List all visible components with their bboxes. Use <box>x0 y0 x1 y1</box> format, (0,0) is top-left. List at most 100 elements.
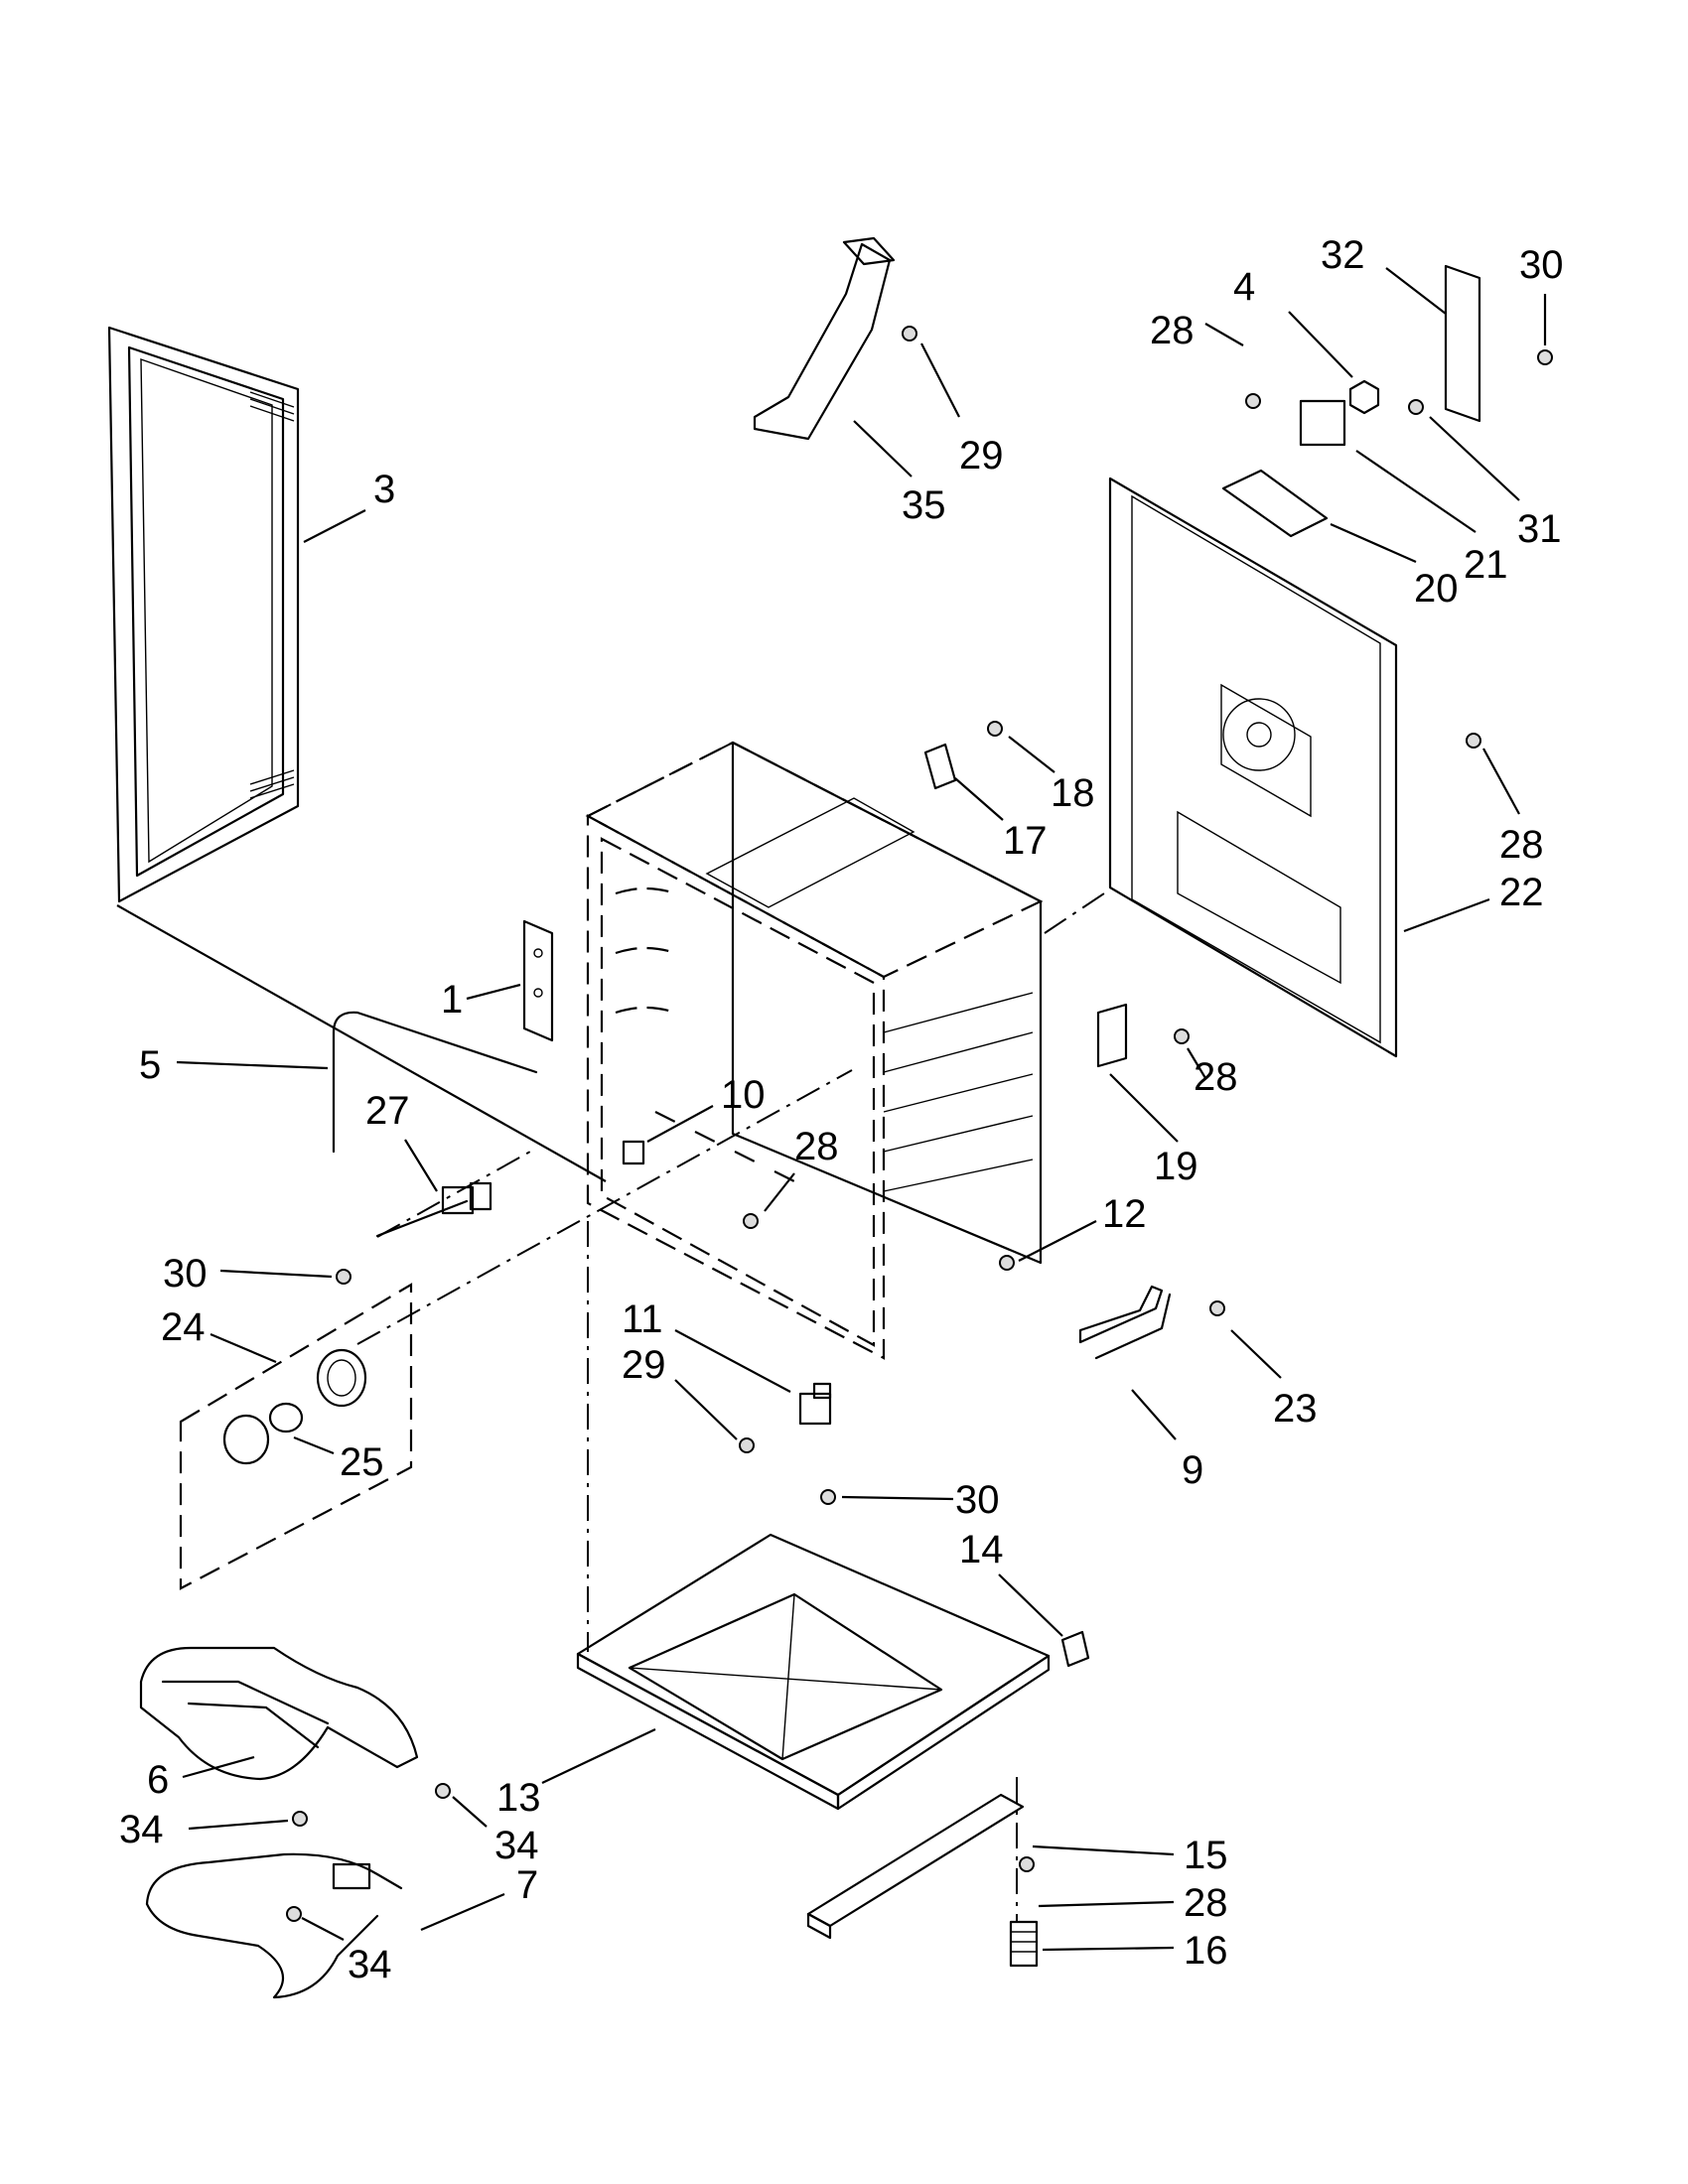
callout-7: 7 <box>420 1863 538 1932</box>
callout-1-label: 1 <box>441 978 463 1022</box>
callout-14-label: 14 <box>959 1528 1004 1571</box>
callout-34-bottom-label: 34 <box>348 1943 392 1986</box>
callout-28-top-label: 28 <box>1150 309 1195 352</box>
callout-14: 14 <box>959 1528 1063 1637</box>
callout-20: 20 <box>1330 522 1459 611</box>
part-oven-sensor <box>375 1181 492 1238</box>
callout-25-label: 25 <box>340 1440 384 1484</box>
callout-6: 6 <box>147 1755 255 1802</box>
callout-35-label: 35 <box>902 483 946 527</box>
callout-29-valve: 29 <box>622 1343 738 1440</box>
callout-5: 5 <box>139 1043 329 1087</box>
callouts: 3 1 5 27 10 28 12 30 <box>119 233 1564 1986</box>
part-hinge-receptacle <box>522 919 554 1042</box>
part-anti-tip-bracket <box>1078 1285 1172 1360</box>
callout-34-mid-label: 34 <box>494 1824 539 1867</box>
callout-22-label: 22 <box>1499 871 1544 914</box>
part-switch-bracket <box>923 743 957 790</box>
callout-15-label: 15 <box>1184 1834 1228 1877</box>
callout-27-label: 27 <box>365 1089 410 1133</box>
callout-34-mid: 34 <box>452 1796 539 1867</box>
callout-10: 10 <box>646 1073 766 1143</box>
callout-3-label: 3 <box>373 468 395 511</box>
part-bracket <box>1060 1630 1090 1668</box>
callout-30-top-label: 30 <box>1519 243 1564 287</box>
part-light-assembly <box>179 1283 413 1590</box>
callout-15: 15 <box>1032 1834 1228 1877</box>
callout-28-hinge-label: 28 <box>1194 1055 1238 1099</box>
callout-29-valve-label: 29 <box>622 1343 666 1387</box>
callout-12-label: 12 <box>1102 1192 1147 1236</box>
callout-3: 3 <box>303 468 395 543</box>
callout-29-top-label: 29 <box>959 434 1004 478</box>
part-rear-cover <box>1444 264 1481 423</box>
callout-28-top: 28 <box>1150 309 1244 352</box>
callout-23-label: 23 <box>1273 1387 1318 1431</box>
part-rear-panel <box>1108 477 1398 1058</box>
callout-24: 24 <box>161 1305 277 1364</box>
callout-31: 31 <box>1429 416 1562 551</box>
callout-11-label: 11 <box>622 1297 663 1341</box>
callout-34-bottom: 34 <box>301 1917 392 1986</box>
part-leveling-leg <box>1009 1920 1039 1968</box>
callout-11: 11 <box>622 1297 791 1393</box>
callout-6-label: 6 <box>147 1758 169 1802</box>
callout-17-label: 17 <box>1003 819 1048 863</box>
callout-19-label: 19 <box>1154 1145 1198 1188</box>
part-handle-bracket <box>753 236 896 441</box>
callout-25: 25 <box>293 1435 384 1484</box>
part-valve <box>798 1382 832 1426</box>
callout-32: 32 <box>1321 233 1447 315</box>
callout-18-label: 18 <box>1051 771 1095 815</box>
callout-17: 17 <box>954 777 1048 863</box>
callout-30-valve-label: 30 <box>955 1478 1000 1522</box>
callout-28-rear-label: 28 <box>1499 823 1544 867</box>
callout-18: 18 <box>1008 736 1095 815</box>
callout-9-label: 9 <box>1182 1448 1203 1492</box>
part-bake-element <box>145 1852 403 1999</box>
callout-30-left: 30 <box>163 1252 333 1296</box>
part-clip <box>622 1140 645 1165</box>
part-door-frame <box>107 326 300 903</box>
part-wiring-bracket <box>1221 469 1329 538</box>
callout-34-left: 34 <box>119 1808 289 1851</box>
callout-24-label: 24 <box>161 1305 206 1349</box>
part-screws <box>286 326 1553 1922</box>
part-leg-bracket <box>806 1793 1025 1940</box>
callout-20-label: 20 <box>1414 567 1459 611</box>
part-nut <box>1348 379 1380 415</box>
assembly-guide-lines <box>116 888 1111 1922</box>
callout-1: 1 <box>441 978 521 1022</box>
callout-35: 35 <box>853 420 946 527</box>
callout-30-left-label: 30 <box>163 1252 208 1296</box>
callout-5-label: 5 <box>139 1043 161 1087</box>
callout-16: 16 <box>1042 1929 1228 1973</box>
callout-10-label: 10 <box>721 1073 766 1117</box>
callout-28-leg: 28 <box>1038 1881 1228 1925</box>
callout-22: 22 <box>1403 871 1544 933</box>
part-hinge-bracket <box>1096 1003 1128 1068</box>
callout-23: 23 <box>1230 1329 1318 1431</box>
callout-32-label: 32 <box>1321 233 1365 277</box>
part-broil-element <box>139 1646 419 1781</box>
part-door-gasket <box>332 1011 538 1154</box>
callout-29-top: 29 <box>920 342 1004 478</box>
callout-34-left-label: 34 <box>119 1808 164 1851</box>
callout-4: 4 <box>1233 265 1353 378</box>
callout-9: 9 <box>1131 1389 1203 1492</box>
callout-30-top: 30 <box>1519 243 1564 345</box>
callout-27: 27 <box>365 1089 438 1192</box>
callout-28-rear: 28 <box>1482 748 1544 867</box>
callout-28-hinge: 28 <box>1187 1047 1238 1099</box>
callout-28-center-label: 28 <box>794 1125 839 1168</box>
callout-19: 19 <box>1109 1073 1198 1188</box>
callout-28-leg-label: 28 <box>1184 1881 1228 1925</box>
callout-31-label: 31 <box>1517 507 1562 551</box>
callout-21: 21 <box>1355 450 1508 587</box>
part-terminal-block <box>1299 399 1346 447</box>
callout-28-center: 28 <box>764 1125 839 1212</box>
callout-7-label: 7 <box>516 1863 538 1907</box>
part-oven-cavity <box>585 741 1044 1360</box>
callout-16-label: 16 <box>1184 1929 1228 1973</box>
